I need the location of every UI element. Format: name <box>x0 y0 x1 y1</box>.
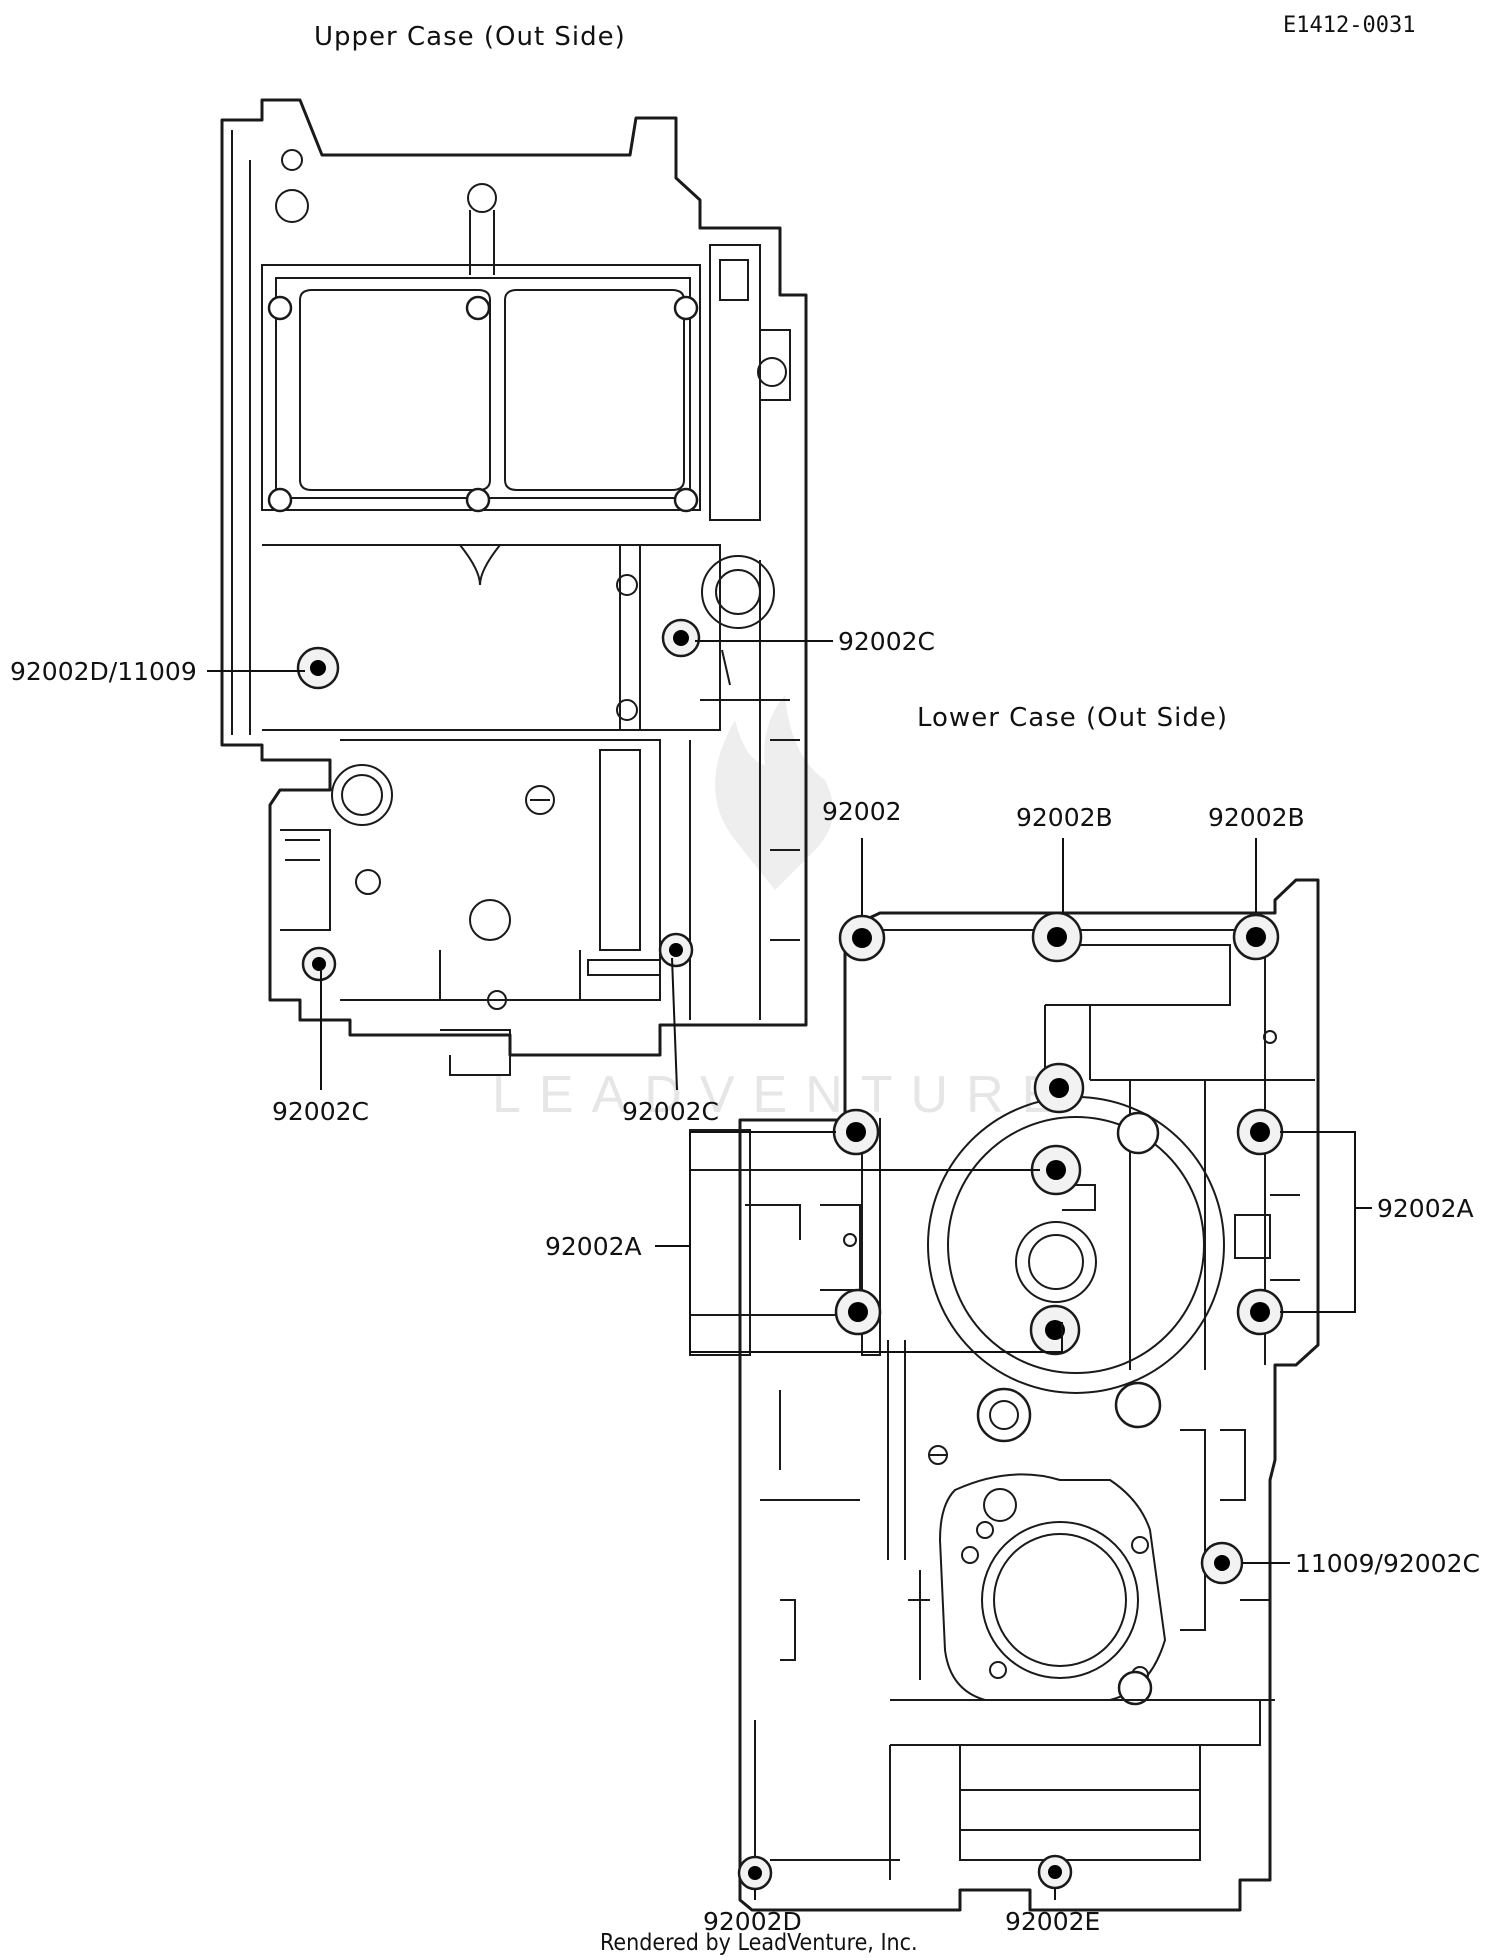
callout-upper-bottom-left: 92002C <box>272 1097 369 1126</box>
callout-lower-top-1: 92002 <box>822 797 902 826</box>
callout-lower-top-2: 92002B <box>1016 803 1113 832</box>
lower-case-title: Lower Case (Out Side) <box>917 703 1228 733</box>
watermark: LEADVENTURE <box>492 695 1074 1124</box>
diagram-code: E1412-0031 <box>1283 13 1415 38</box>
callout-lower-top-3: 92002B <box>1208 803 1305 832</box>
upper-case-title: Upper Case (Out Side) <box>314 22 626 52</box>
upper-callouts: 92002D/11009 92002C 92002C 92002C <box>10 627 935 1126</box>
callout-upper-right: 92002C <box>838 627 935 656</box>
lower-callouts: 92002 92002B 92002B 92002A 92002A 11009/… <box>545 797 1480 1936</box>
upper-case-drawing <box>220 98 808 1076</box>
callout-upper-bottom-right: 92002C <box>622 1097 719 1126</box>
lower-case-drawing <box>689 878 1320 1912</box>
watermark-text: LEADVENTURE <box>492 1066 1074 1124</box>
callout-lower-left-a: 92002A <box>545 1232 642 1261</box>
credit-line: Rendered by LeadVenture, Inc. <box>600 1930 918 1956</box>
callout-upper-left: 92002D/11009 <box>10 657 197 686</box>
callout-lower-right-mid: 11009/92002C <box>1295 1549 1480 1578</box>
callout-lower-bottom-d: 92002D <box>703 1907 802 1936</box>
callout-lower-bottom-e: 92002E <box>1005 1907 1100 1936</box>
callout-lower-right-a: 92002A <box>1377 1194 1474 1223</box>
